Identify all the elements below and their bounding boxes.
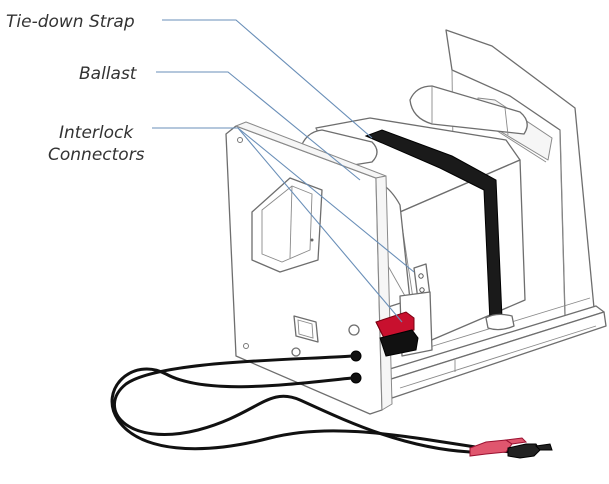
label-tie-down-strap: Tie-down Strap [6,12,135,32]
label-ballast: Ballast [79,64,138,84]
leader-tie-down-strap [162,20,372,138]
jack-hole [349,325,359,335]
label-interlock-line1: Interlock [59,123,134,143]
label-interlock-line2: Connectors [48,145,145,165]
